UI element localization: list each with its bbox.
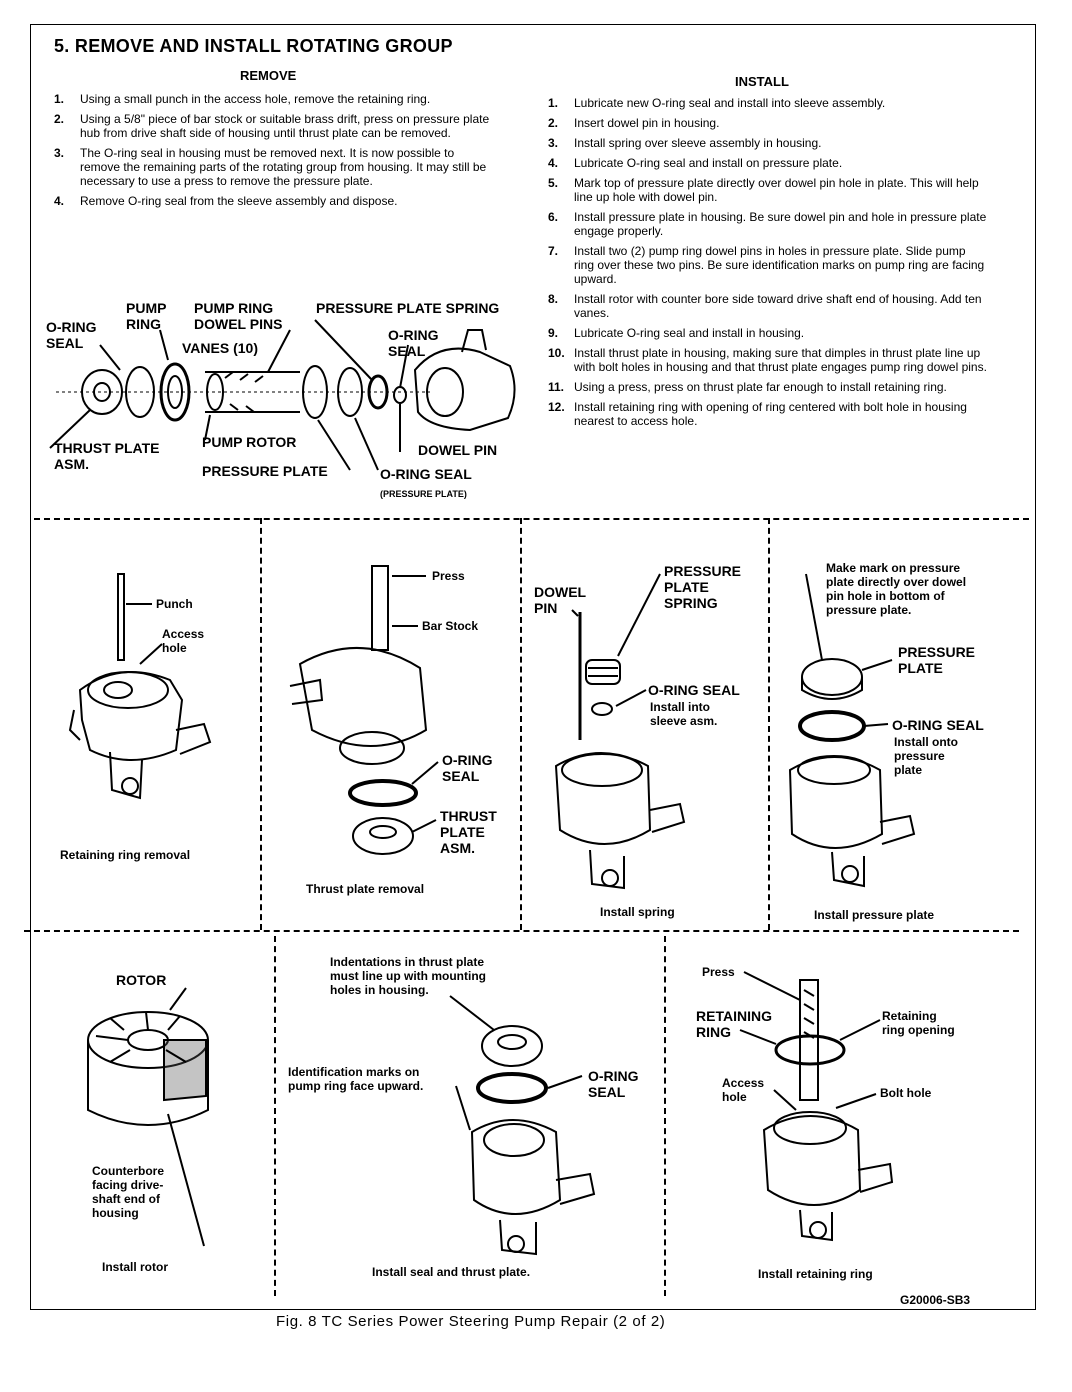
install-step: 12.Install retaining ring with opening o… bbox=[548, 400, 967, 428]
page-frame bbox=[30, 24, 1036, 1310]
exploded-view bbox=[49, 319, 516, 471]
label-pressure-plate: PRESSURE PLATE bbox=[202, 463, 328, 479]
p4-caption: Install pressure plate bbox=[814, 908, 935, 922]
remove-heading: REMOVE bbox=[240, 68, 297, 83]
install-step: 8.Install rotor with counter bore side t… bbox=[548, 292, 982, 320]
label-pressure-plate-spring: PRESSURE PLATE SPRING bbox=[316, 300, 500, 316]
install-step: 5.Mark top of pressure plate directly ov… bbox=[548, 176, 979, 204]
remove-step: 3.The O-ring seal in housing must be rem… bbox=[54, 146, 487, 188]
p1-label-punch: Punch bbox=[156, 597, 193, 611]
install-step: 9.Lubricate O-ring seal and install in h… bbox=[548, 326, 805, 340]
install-steps: 1.Lubricate new O-ring seal and install … bbox=[548, 96, 988, 434]
divider-col-3 bbox=[768, 518, 770, 930]
remove-step: 4.Remove O-ring seal from the sleeve ass… bbox=[54, 194, 398, 208]
section-title: 5. REMOVE AND INSTALL ROTATING GROUP bbox=[54, 36, 453, 56]
p5-label-rotor: ROTOR bbox=[116, 972, 167, 988]
install-step: 6.Install pressure plate in housing. Be … bbox=[548, 210, 987, 238]
divider-col-1 bbox=[260, 518, 262, 930]
remove-step: 2.Using a 5/8" piece of bar stock or sui… bbox=[54, 112, 490, 140]
install-step: 7.Install two (2) pump ring dowel pins i… bbox=[548, 244, 985, 286]
figure-id: G20006-SB3 bbox=[900, 1293, 971, 1307]
label-oring-seal-3-note: (PRESSURE PLATE) bbox=[380, 489, 467, 499]
figure-caption: Fig. 8 TC Series Power Steering Pump Rep… bbox=[276, 1313, 666, 1330]
panel-5-art bbox=[87, 987, 209, 1247]
p4-label-oring-seal: O-RING SEAL bbox=[892, 717, 984, 733]
install-step: 3.Install spring over sleeve assembly in… bbox=[548, 136, 822, 150]
panel-6-art bbox=[449, 995, 596, 1256]
install-step: 2.Insert dowel pin in housing. bbox=[548, 116, 720, 130]
remove-step: 1.Using a small punch in the access hole… bbox=[54, 92, 431, 106]
p3-label-oring-seal: O-RING SEAL bbox=[648, 682, 740, 698]
remove-steps: 1.Using a small punch in the access hole… bbox=[54, 92, 494, 214]
install-heading: INSTALL bbox=[735, 74, 789, 89]
divider-col-5 bbox=[664, 936, 666, 1296]
p7-label-bolt-hole: Bolt hole bbox=[880, 1086, 932, 1100]
label-dowel-pin: DOWEL PIN bbox=[418, 442, 498, 458]
p5-caption: Install rotor bbox=[102, 1260, 169, 1274]
panel-4-art bbox=[788, 573, 916, 888]
panel-3-art bbox=[554, 573, 686, 890]
install-step: 10.Install thrust plate in housing, maki… bbox=[548, 346, 987, 374]
install-step: 4.Lubricate O-ring seal and install on p… bbox=[548, 156, 843, 170]
install-step: 1.Lubricate new O-ring seal and install … bbox=[548, 96, 886, 110]
p2-label-bar-stock: Bar Stock bbox=[422, 619, 479, 633]
divider-col-4 bbox=[274, 936, 276, 1296]
p1-caption: Retaining ring removal bbox=[60, 848, 191, 862]
divider-col-2 bbox=[520, 518, 522, 930]
panel-7-art bbox=[739, 971, 894, 1242]
p7-caption: Install retaining ring bbox=[758, 1267, 873, 1281]
p2-label-press: Press bbox=[432, 569, 465, 583]
label-pump-rotor: PUMP ROTOR bbox=[202, 434, 297, 450]
panel-1-art bbox=[68, 573, 212, 800]
label-oring-seal-3: O-RING SEAL bbox=[380, 466, 472, 482]
label-vanes: VANES (10) bbox=[182, 340, 258, 356]
divider-row-1 bbox=[34, 518, 1029, 520]
p2-caption: Thrust plate removal bbox=[306, 882, 425, 896]
panel-2-art bbox=[289, 565, 439, 855]
divider-row-2 bbox=[24, 930, 1019, 932]
install-step: 11.Using a press, press on thrust plate … bbox=[548, 380, 947, 394]
p7-label-press: Press bbox=[702, 965, 735, 979]
p3-caption: Install spring bbox=[600, 905, 675, 919]
p6-caption: Install seal and thrust plate. bbox=[372, 1265, 531, 1279]
